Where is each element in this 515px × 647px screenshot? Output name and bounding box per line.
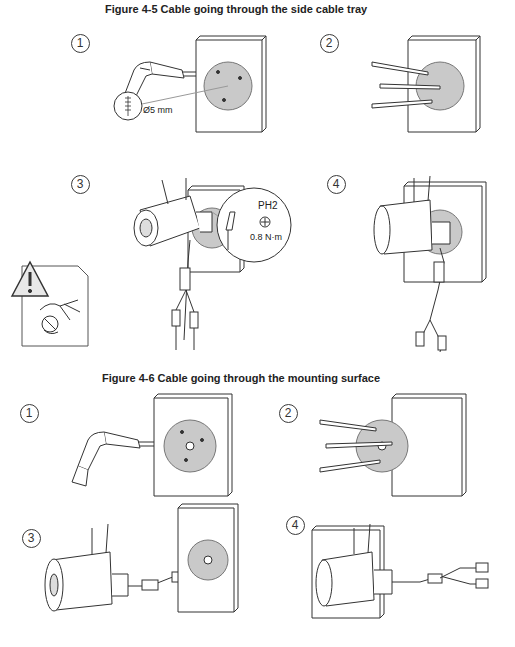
anchor: [372, 62, 440, 108]
step-number-text: 1: [26, 407, 33, 419]
step-number-text: 1: [77, 37, 84, 49]
step-number: 4: [327, 175, 346, 194]
screwdriver: [226, 212, 235, 250]
figure-caption: Figure 4-5 Cable going through the side …: [105, 3, 367, 15]
camera: [374, 176, 450, 254]
step-number: 3: [71, 175, 90, 194]
camera: [316, 524, 392, 606]
cable: [172, 240, 198, 350]
step-number-text: 2: [285, 407, 292, 419]
dimension-label: PH2: [258, 200, 277, 211]
step-number: 4: [286, 516, 305, 535]
step-number-text: 4: [333, 178, 340, 190]
camera: [134, 178, 212, 246]
dimension-label: 0.8 N·m: [250, 233, 282, 243]
magnifier: [217, 188, 291, 262]
step-number: 1: [20, 404, 39, 423]
dimension-label: Ø5 mm: [143, 106, 173, 116]
step-number-text: 3: [77, 178, 84, 190]
wall: [312, 526, 384, 618]
anchor: [320, 420, 392, 472]
warning-box: [12, 262, 88, 346]
magnifier: [114, 92, 142, 120]
cable: [416, 248, 446, 352]
wall: [154, 394, 232, 496]
step-number-text: 3: [28, 532, 35, 544]
drill: [72, 432, 154, 486]
camera: [45, 524, 128, 611]
step-number-text: 4: [292, 519, 299, 531]
step-number: 1: [71, 34, 90, 53]
step-number: 2: [320, 34, 339, 53]
phillips-symbol: [260, 217, 270, 227]
step-number: 3: [22, 529, 41, 548]
cable: [392, 563, 488, 588]
figure-caption: Figure 4-6 Cable going through the mount…: [102, 372, 380, 384]
step-number-text: 2: [326, 37, 333, 49]
wall: [178, 504, 238, 612]
step-number: 2: [279, 404, 298, 423]
wall: [196, 36, 266, 132]
wall: [408, 36, 480, 132]
